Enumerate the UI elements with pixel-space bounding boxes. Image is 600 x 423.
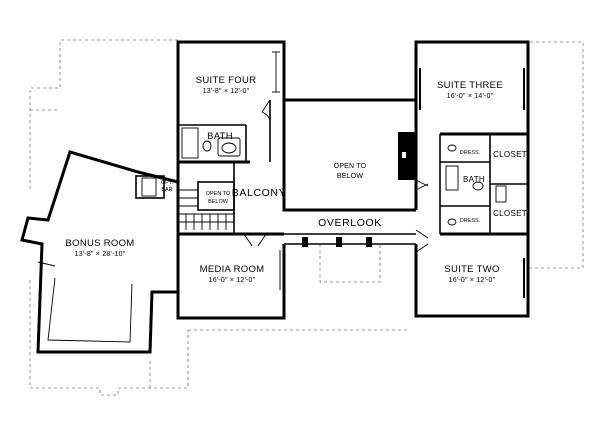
open-to-below-walls [282, 98, 418, 212]
bath-right-label: BATH [463, 175, 485, 184]
open-to-below-main-line2: BELOW [337, 173, 363, 180]
opt-bar-line2: BAR [161, 187, 172, 193]
open-to-below-main-line1: OPEN TO [334, 163, 367, 170]
opt-bar-line1: OPT. [161, 180, 174, 186]
right-suites-walls [414, 40, 530, 318]
suite-three-dims: 16'-0" × 14'-0" [447, 93, 494, 100]
dress-top-label: DRESS. [460, 150, 481, 156]
closet-top-label: CLOSET [493, 150, 527, 159]
overlook-label: OVERLOOK [318, 217, 382, 229]
bath-upper-left-label: BATH [207, 131, 233, 142]
stair-balcony [135, 162, 284, 236]
suite-four-label: SUITE FOUR [196, 75, 257, 86]
bonus-room-dims: 13'-8" × 28'-10" [75, 251, 126, 258]
dress-bottom-label: DRESS. [460, 218, 481, 224]
overlook-corridor [284, 233, 416, 247]
media-room-walls [176, 232, 286, 320]
balcony-label: BALCONY [232, 187, 286, 199]
closet-bottom-label: CLOSET [493, 209, 527, 218]
suite-four-walls [176, 40, 286, 234]
media-room-dims: 16'-0" × 12'-0" [209, 277, 256, 284]
suite-two-label: SUITE TWO [444, 264, 499, 275]
suite-three-label: SUITE THREE [437, 80, 503, 91]
bonus-room-wing [20, 150, 180, 354]
suite-four-dims: 13'-8" × 12'-0" [203, 88, 250, 95]
open-to-below-small-line1: OPEN TO [206, 191, 231, 197]
bonus-room-label: BONUS ROOM [66, 238, 135, 249]
suite-two-dims: 16'-0" × 12'-0" [449, 277, 496, 284]
roof-outline [29, 39, 584, 396]
open-to-below-small-line2: BELOW [208, 199, 229, 205]
media-room-label: MEDIA ROOM [200, 264, 265, 275]
